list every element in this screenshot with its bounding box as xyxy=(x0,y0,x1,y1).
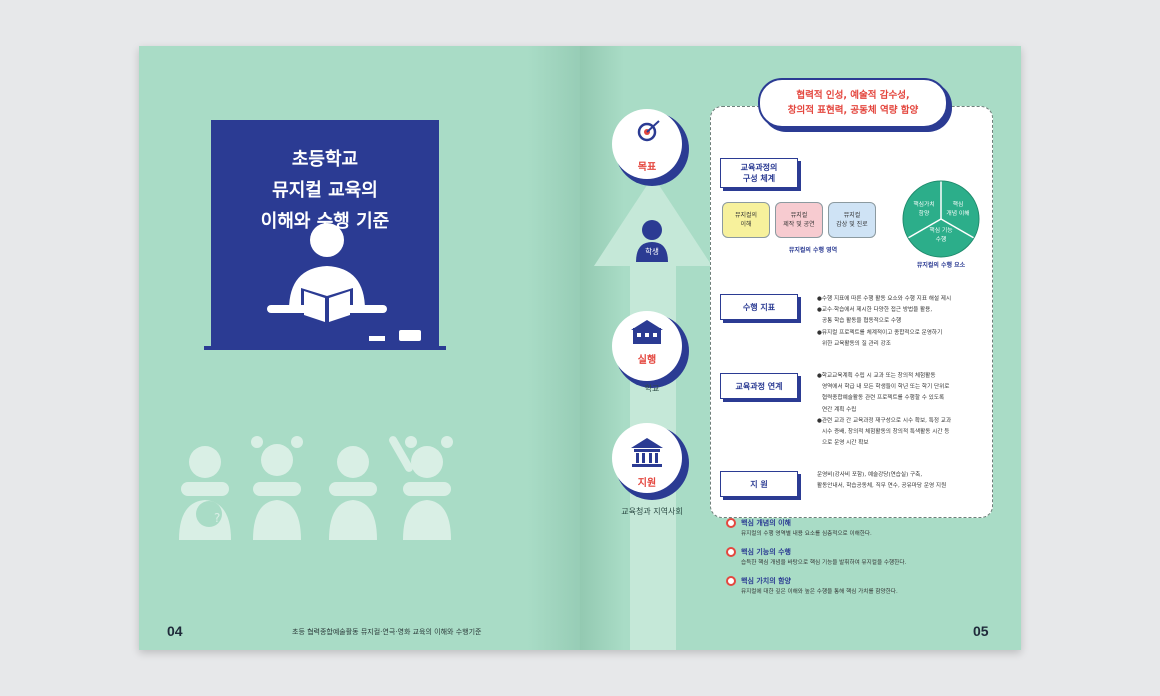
link-bullets: ●학교교육계획 수립 시 교과 또는 창의적 체험활동 영역에서 학급 내 모든… xyxy=(817,371,993,449)
section-curriculum-link: 교육과정 연계 xyxy=(720,373,798,399)
goal-label: 목표 xyxy=(637,162,657,173)
core-desc: 뮤지컬의 수행 영역별 내용 요소를 심층적으로 이해한다. xyxy=(741,531,872,537)
right-page: 목표 학생 실행 학교 지원 교육청과 지역사회 xyxy=(580,46,1021,650)
list-item: ●관련 교과 간 교육과정 재구성으로 시수 확보, 특정 교과 시수 증배, … xyxy=(817,417,952,447)
domain-production: 뮤지컬 제작 및 공연 xyxy=(775,202,823,238)
svg-text:?: ? xyxy=(214,511,220,525)
chalkboard: 초등학교 뮤지컬 교육의 이해와 수행 기준 xyxy=(211,120,439,346)
core-title: 핵심 가치의 함양 xyxy=(741,577,791,585)
core-desc: 뮤지컬에 대한 깊은 이해와 높은 수행을 통해 핵심 가치를 함양한다. xyxy=(741,589,898,595)
core-title: 핵심 기능의 수행 xyxy=(741,548,791,556)
support-badge xyxy=(612,423,689,500)
indicator-bullets: ●수행 지표에 따른 수행 활동 요소와 수행 지표 해설 제시 ●교수·학습에… xyxy=(817,294,993,350)
list-item: ●교수·학습에서 제시한 다양한 접근 방법을 활용, 공통 학습 활동을 협동… xyxy=(817,307,933,325)
domain-understanding: 뮤지컬의 이해 xyxy=(722,202,770,238)
goal-badge xyxy=(612,109,689,186)
bullet-circle-icon xyxy=(726,576,736,586)
section-performance-indicator: 수행 지표 xyxy=(720,294,798,320)
core-desc: 습득한 핵심 개념을 바탕으로 핵심 기능을 발휘하여 뮤지컬을 수행한다. xyxy=(741,560,907,566)
performance-elements-circle xyxy=(902,180,980,258)
domain-appreciation: 뮤지컬 감상 및 진로 xyxy=(828,202,876,238)
student-label: 학생 xyxy=(645,247,659,256)
page-title: 초등학교 뮤지컬 교육의 이해와 수행 기준 xyxy=(260,149,390,232)
element-core-value: 핵심가치 함양 xyxy=(913,202,935,217)
up-arrow-graphic xyxy=(594,176,712,650)
elements-caption: 뮤지컬의 수행 요소 xyxy=(916,262,966,269)
student-icon xyxy=(636,220,668,262)
bullet-circle-icon xyxy=(726,547,736,557)
list-item: 핵심 기능의 수행 습득한 핵심 개념을 바탕으로 핵심 기능을 발휘하여 뮤지… xyxy=(726,547,986,576)
footer-text: 초등 협력종합예술활동 뮤지컬·연극·영화 교육의 이해와 수행기준 xyxy=(292,628,482,636)
support-text: 운영비(강사비 포함), 예술강당(연습실) 구축, 활동안내서, 학습공동체,… xyxy=(817,472,947,490)
section-support: 지 원 xyxy=(720,471,798,497)
school-caption: 학교 xyxy=(644,384,660,393)
list-item: ●수행 지표에 따른 수행 활동 요소와 수행 지표 해설 제시 xyxy=(817,296,952,302)
core-competency-list: 핵심 개념의 이해 뮤지컬의 수행 영역별 내용 요소를 심층적으로 이해한다.… xyxy=(726,518,986,605)
education-office-caption: 교육청과 지역사회 xyxy=(621,507,683,516)
domains-caption: 뮤지컬의 수행 영역 xyxy=(788,247,838,254)
list-item: 핵심 개념의 이해 뮤지컬의 수행 영역별 내용 요소를 심층적으로 이해한다. xyxy=(726,518,986,547)
students-silhouette-icon: ? xyxy=(179,436,453,540)
list-item: ●뮤지컬 프로젝트를 체계적이고 종합적으로 운영하기 위한 교육활동의 질 관… xyxy=(817,329,943,347)
left-page: 초등학교 뮤지컬 교육의 이해와 수행 기준 xyxy=(139,46,580,650)
core-title: 핵심 개념의 이해 xyxy=(741,519,791,527)
element-core-concept: 핵심 개념 이해 xyxy=(946,202,970,217)
goal-banner: 협력적 인성, 예술적 감수성, 창의적 표현력, 공동체 역량 함양 xyxy=(758,78,948,128)
section-curriculum-structure: 교육과정의 구성 체계 xyxy=(720,158,798,188)
banner-text: 협력적 인성, 예술적 감수성, 창의적 표현력, 공동체 역량 함양 xyxy=(787,90,919,116)
execution-label: 실행 xyxy=(637,355,657,366)
bullet-circle-icon xyxy=(726,518,736,528)
chalkboard-ledge xyxy=(204,346,446,350)
book-spread: 초등학교 뮤지컬 교육의 이해와 수행 기준 xyxy=(139,46,1021,650)
school-badge xyxy=(612,311,689,388)
support-label: 지원 xyxy=(637,478,657,489)
teacher-reading-icon xyxy=(267,223,421,341)
element-core-skill: 핵심 기능 수행 xyxy=(929,228,953,243)
list-item: 핵심 가치의 함양 뮤지컬에 대한 깊은 이해와 높은 수행을 통해 핵심 가치… xyxy=(726,576,986,605)
list-item: ●학교교육계획 수립 시 교과 또는 창의적 체험활동 영역에서 학급 내 모든… xyxy=(817,373,950,413)
page-number-right: 05 xyxy=(973,623,989,639)
page-number-left: 04 xyxy=(167,623,183,639)
